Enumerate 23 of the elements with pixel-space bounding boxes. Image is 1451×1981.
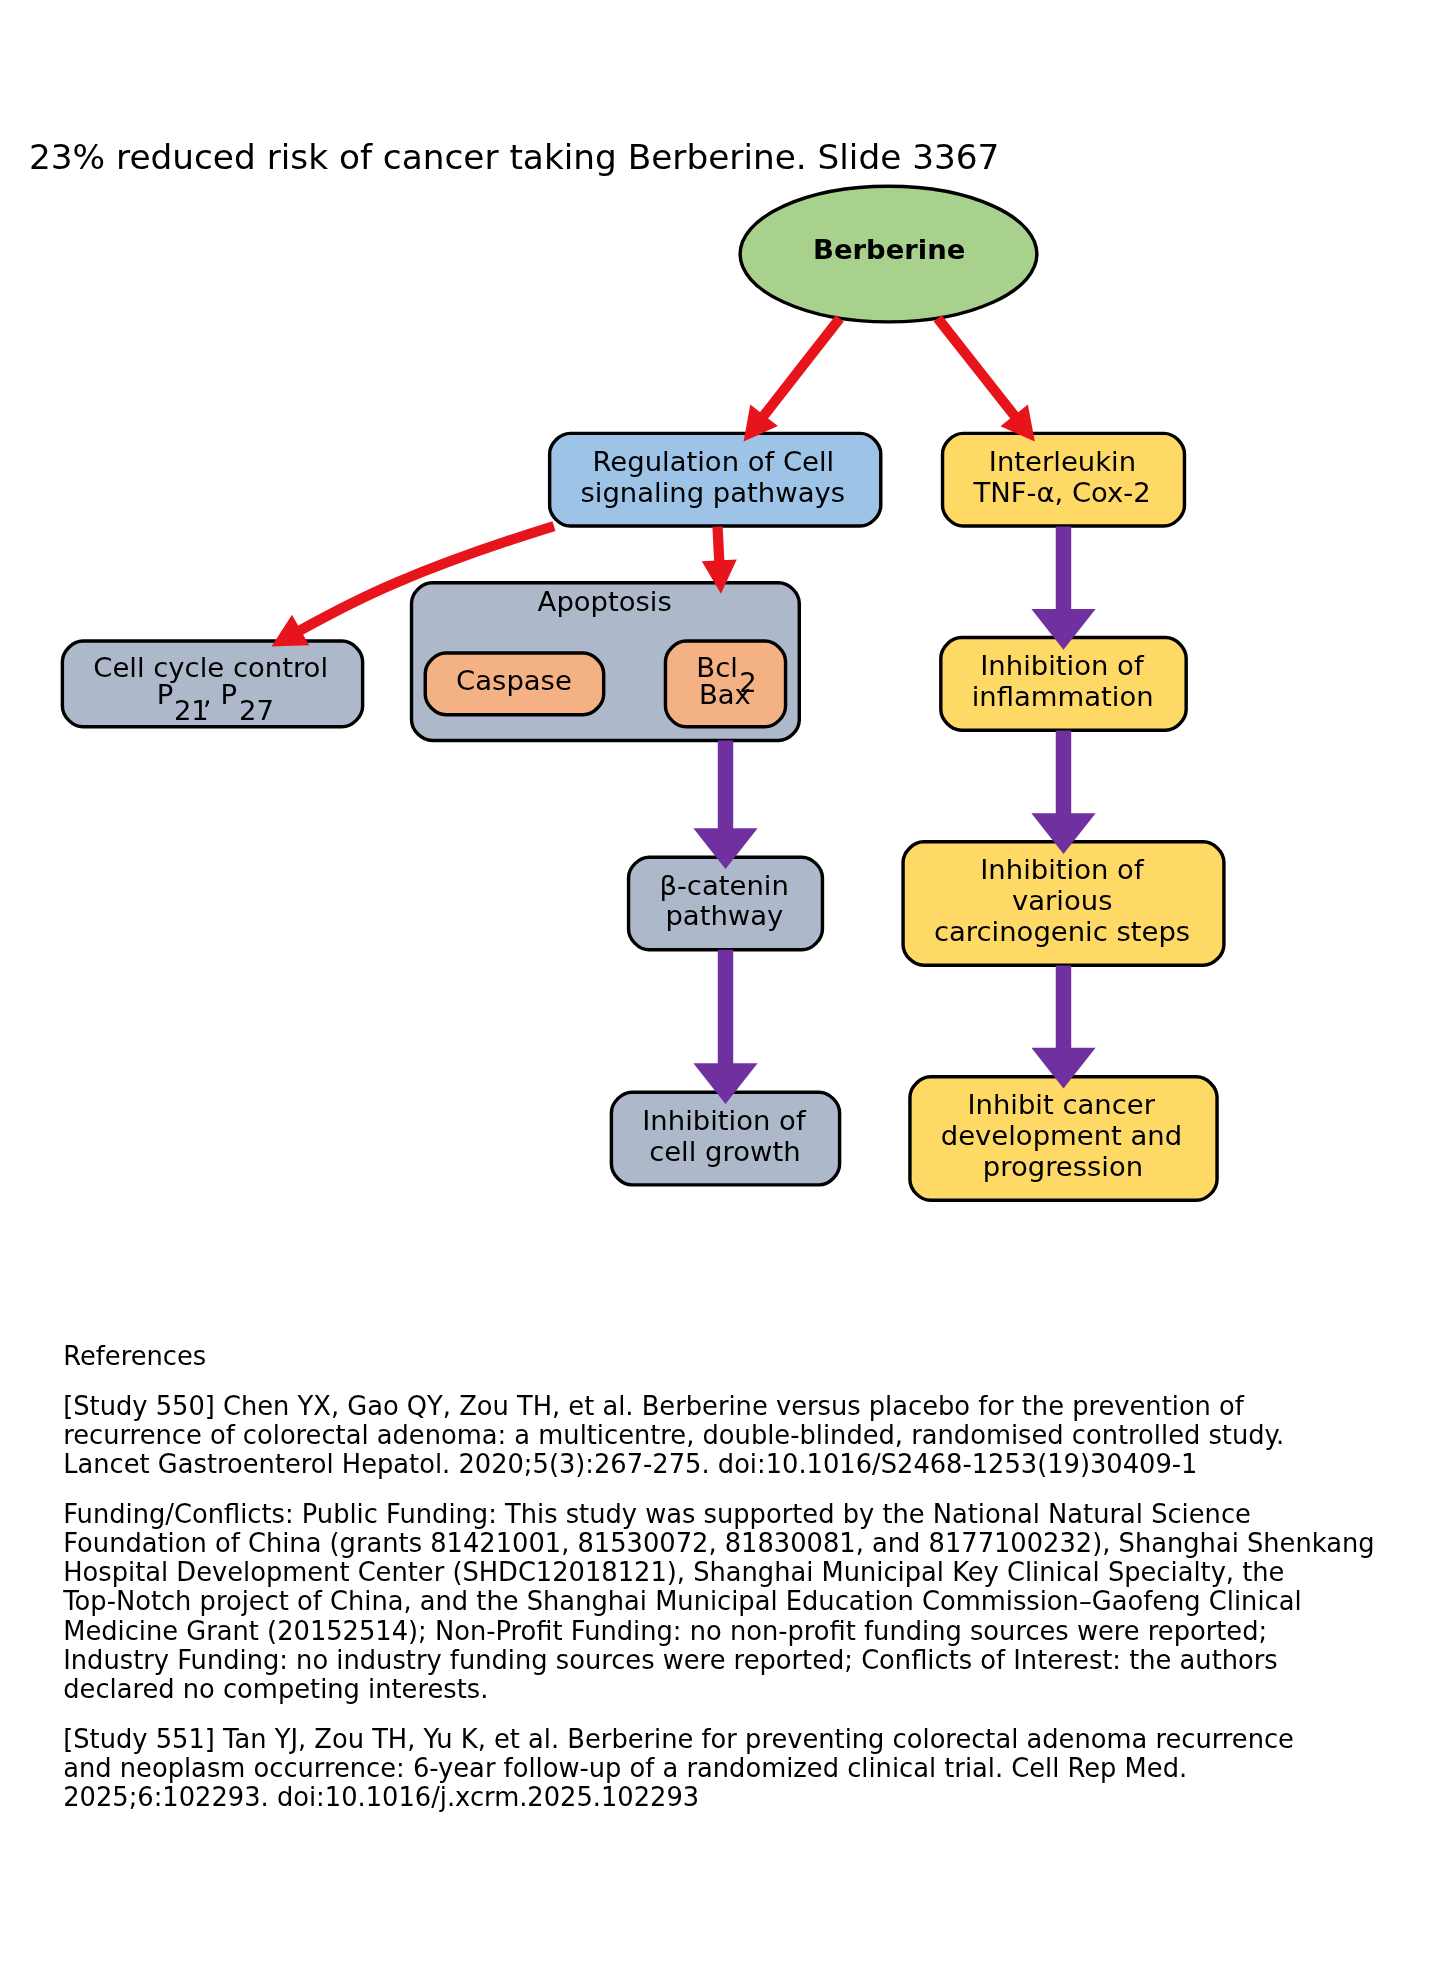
arrow xyxy=(693,740,758,869)
arrow xyxy=(701,525,737,594)
label: [Study 551] Tan YJ, Zou TH, Yu K, et al. Berberine for preventing colorectal adenoma recurrence and neoplasm occurrence: 6-year follow-up of a randomized clinical trial. Cell Rep Med. 2025;6:102293. doi:10.1016/j.xcrm.2025.102293 xyxy=(63,1723,1294,1812)
arrow xyxy=(743,314,844,442)
node-box: Inhibition of inflammation xyxy=(939,635,1188,732)
label: [Study 550] Chen YX, Gao QY, Zou TH, et al. Berberine versus placebo for the prevention of recurrence of colorectal adenoma: a multicentre, double-blinded, randomised controlled study. Lancet Gastroenterol Hepatol. 2020;5(3):267-275. doi:10.1016/S2468-1253(19)30409-1 xyxy=(63,1390,1285,1479)
node-box: Interleukin TNF-α, Cox-2 xyxy=(940,431,1187,528)
arrow xyxy=(271,520,556,646)
arrow xyxy=(933,314,1035,442)
arrow xyxy=(1031,729,1096,854)
node-box: Inhibition of cell growth xyxy=(609,1090,842,1187)
node-box: Regulation of Cell signaling pathways xyxy=(547,431,883,528)
node-box: Inhibit cancer development and progression xyxy=(908,1074,1219,1202)
node-box: Inhibition of various carcinogenic steps xyxy=(901,839,1226,967)
arrow xyxy=(1031,964,1096,1089)
arrow xyxy=(693,949,758,1104)
label: References xyxy=(63,1340,207,1371)
arrow xyxy=(1031,526,1096,650)
node-box: β-catenin pathway xyxy=(626,854,825,952)
node-ellipse: Berberine xyxy=(738,184,1039,324)
label: Funding/Conflicts: Public Funding: This study was supported by the National Natural Science Foundation of China (grants 81421001, 81530072, 81830081, and 8177100232), Shanghai Shenkang Hospital Development Center (SHDC12018121), Shanghai Municipal Key Clinical Specialty, the Top-Notch project of China, and the Shanghai Municipal Education Commission–Gaofeng Clinical Medicine Grant (20152514); Non-Profit Funding: no non-profit funding sources were reported; Industry Funding: no industry funding sources were reported; Conflicts of Interest: the authors declared no competing interests. xyxy=(63,1498,1375,1704)
diagram-title: 23% reduced risk of cancer taking Berberine. Slide 3367 xyxy=(28,136,1000,177)
node-box: Caspase xyxy=(423,650,606,716)
